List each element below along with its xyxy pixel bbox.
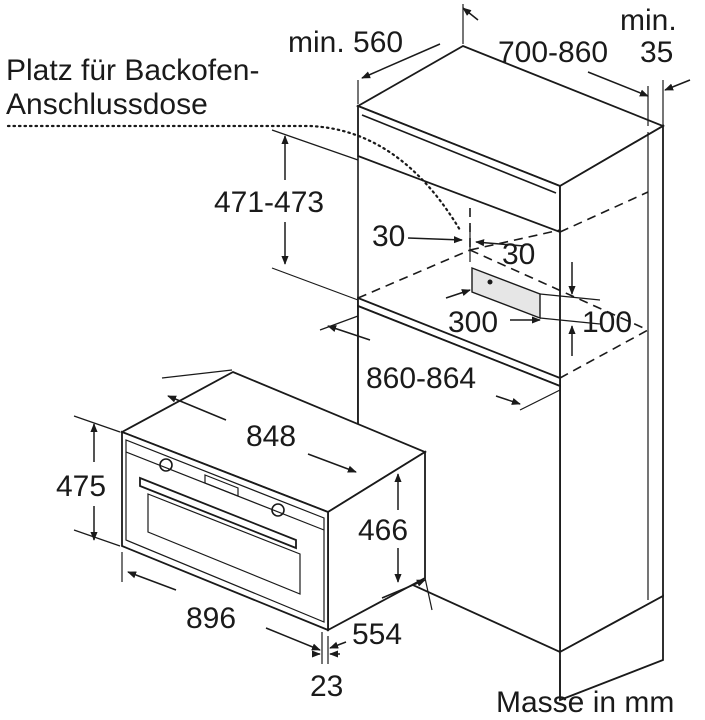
dim-700-860: 700-860: [498, 36, 608, 69]
socket-callout-line2: Anschlussdose: [6, 88, 208, 121]
dim-oven-475: 475: [56, 470, 106, 503]
unit-note: Masse in mm: [496, 686, 674, 719]
dim-min-35: 35: [640, 36, 673, 69]
dim-oven-848: 848: [246, 420, 296, 453]
dim-socket-300: 300: [448, 306, 498, 339]
dim-gap-30-left: 30: [372, 220, 405, 253]
oven-knob-right: [271, 503, 285, 517]
dim-min-560: min. 560: [288, 26, 403, 59]
dim-oven-466: 466: [358, 514, 408, 547]
built-in-oven: [119, 371, 427, 632]
dim-471-473: 471-473: [214, 186, 324, 219]
cabinet-dimensions: [271, 4, 691, 411]
oven-door-handle: [139, 476, 297, 550]
dim-oven-896: 896: [186, 602, 236, 635]
dim-gap-30-right: 30: [502, 238, 535, 271]
oven-display: [204, 474, 239, 497]
dim-socket-100: 100: [582, 306, 632, 339]
oven-dimensions: [73, 369, 433, 664]
oven-front: [121, 430, 329, 632]
socket-callout-line1: Platz für Backofen-: [6, 54, 259, 87]
dim-860-864: 860-864: [366, 362, 476, 395]
dim-min-label: min.: [620, 4, 677, 37]
dim-oven-23: 23: [310, 670, 343, 703]
dim-oven-554: 554: [352, 618, 402, 651]
oven-knob-left: [159, 458, 173, 472]
tall-cabinet: [355, 45, 666, 702]
callout-leader-line: [6, 124, 462, 232]
oven-door-window: [147, 493, 301, 595]
